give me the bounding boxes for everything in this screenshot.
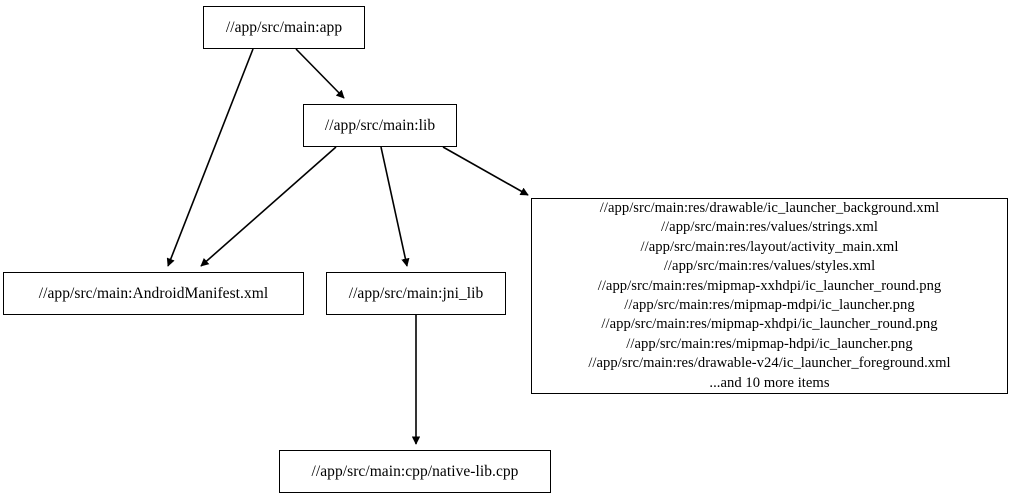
node-app[interactable]: //app/src/main:app	[203, 6, 365, 49]
node-jni-lib[interactable]: //app/src/main:jni_lib	[326, 272, 506, 315]
node-lib[interactable]: //app/src/main:lib	[303, 104, 457, 147]
node-jni-lib-label: //app/src/main:jni_lib	[348, 284, 484, 302]
node-lib-label: //app/src/main:lib	[324, 116, 436, 134]
node-resources[interactable]: //app/src/main:res/drawable/ic_launcher_…	[531, 198, 1008, 394]
node-app-label: //app/src/main:app	[225, 18, 343, 36]
edge-lib-to-jni-lib	[380, 146, 410, 267]
node-native-lib-cpp-label: //app/src/main:cpp/native-lib.cpp	[311, 462, 519, 480]
node-native-lib-cpp[interactable]: //app/src/main:cpp/native-lib.cpp	[279, 450, 551, 493]
edge-app-to-lib	[295, 48, 345, 99]
edge-app-to-android-manifest	[166, 48, 254, 267]
node-android-manifest[interactable]: //app/src/main:AndroidManifest.xml	[3, 272, 304, 315]
node-resources-label: //app/src/main:res/drawable/ic_launcher_…	[588, 199, 951, 391]
edge-lib-to-android-manifest	[200, 146, 337, 267]
edge-lib-to-resources	[442, 146, 529, 196]
node-android-manifest-label: //app/src/main:AndroidManifest.xml	[38, 284, 269, 302]
